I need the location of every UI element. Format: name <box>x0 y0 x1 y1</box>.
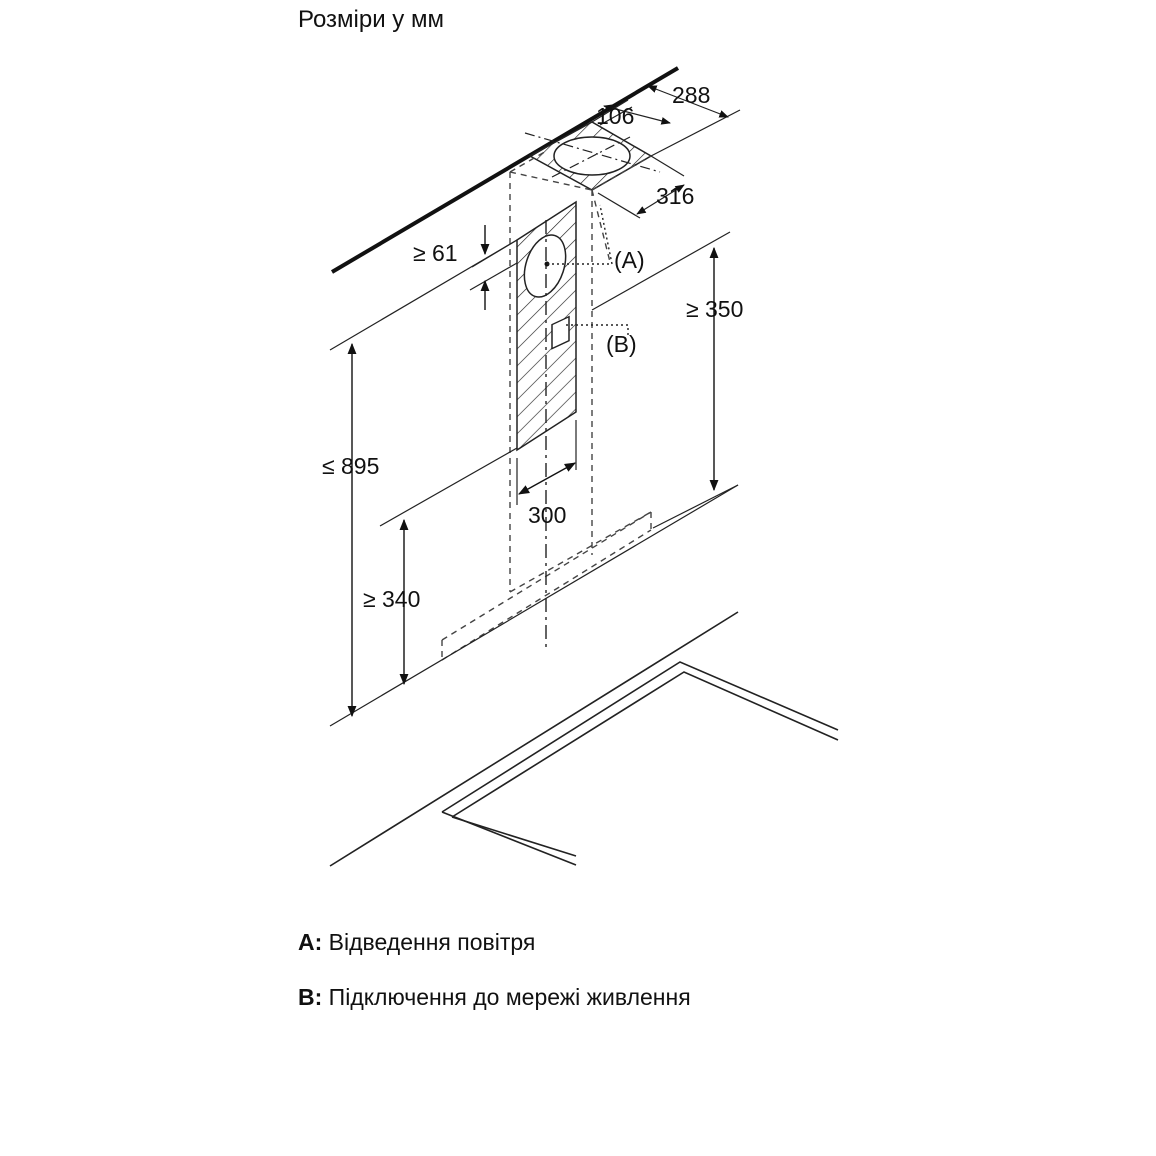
dim-316: 316 <box>656 183 694 209</box>
top-dimension-lines <box>591 85 741 219</box>
power-socket <box>551 315 570 350</box>
vertical-dimension-arrows <box>347 225 719 718</box>
dim-min-350: ≥ 350 <box>686 296 743 322</box>
callout-lines <box>547 204 629 338</box>
page-title: Розміри у мм <box>298 6 444 33</box>
marker-a: (A) <box>614 247 645 273</box>
dim-106: 106 <box>596 103 634 129</box>
legend-item-a: A: Відведення повітря <box>298 929 535 956</box>
air-outlet-opening <box>523 234 567 298</box>
dim-288: 288 <box>672 82 710 108</box>
dim-max-895: ≤ 895 <box>322 453 379 479</box>
legend-text-b: Підключення до мережі живлення <box>328 984 691 1010</box>
legend-item-b: B: Підключення до мережі живлення <box>298 984 691 1011</box>
dim-min-61: ≥ 61 <box>413 240 458 266</box>
legend-key-b: B: <box>298 984 323 1010</box>
dim-300: 300 <box>528 502 566 528</box>
hob-surface <box>329 611 839 867</box>
dim-min-340: ≥ 340 <box>363 586 420 612</box>
legend-text-a: Відведення повітря <box>328 929 536 955</box>
wall-connection-panel <box>516 200 577 452</box>
extension-lines <box>329 231 739 727</box>
legend-key-a: A: <box>298 929 323 955</box>
marker-b: (B) <box>606 331 637 357</box>
ceiling-line <box>330 66 680 274</box>
